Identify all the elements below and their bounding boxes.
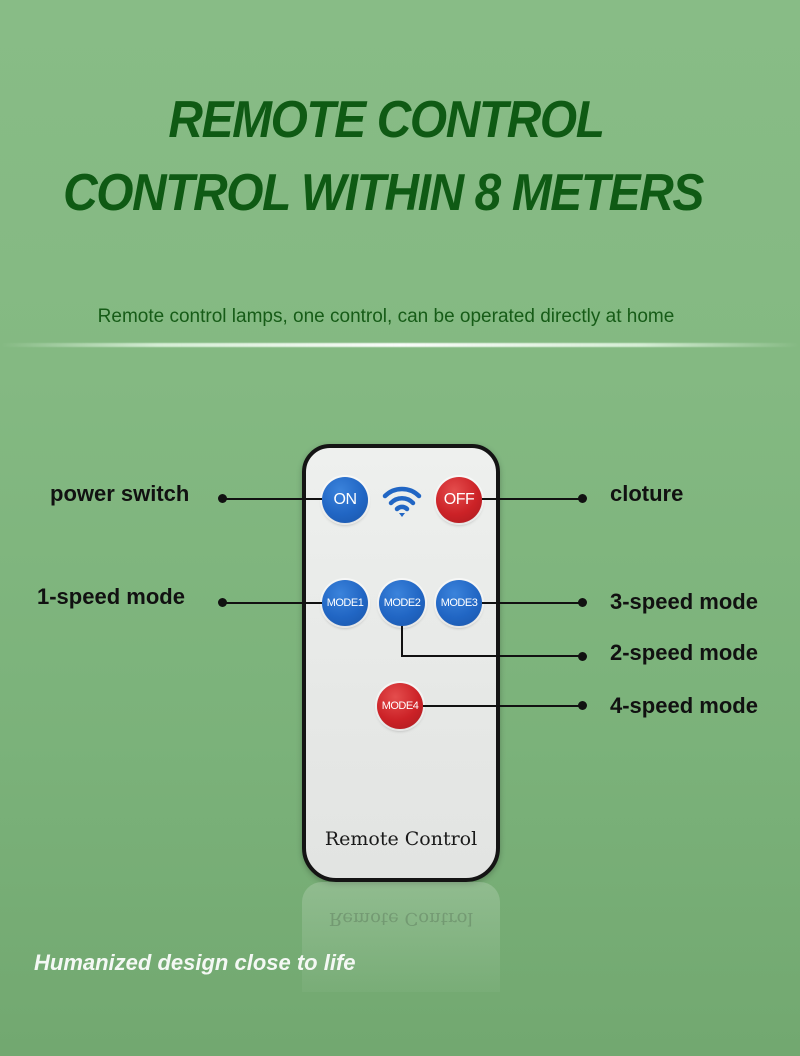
remote-reflection: Remote Control [302, 882, 500, 992]
callout-line-speed2 [401, 655, 582, 657]
callout-dot-speed3 [578, 598, 587, 607]
callout-line-speed4 [423, 705, 582, 707]
reflection-label: Remote Control [328, 908, 474, 929]
headline-line-2: CONTROL WITHIN 8 METERS [63, 164, 704, 222]
mode2-button[interactable]: MODE2 [379, 580, 425, 626]
label-power-switch: power switch [50, 481, 190, 506]
mode1-button[interactable]: MODE1 [322, 580, 368, 626]
divider [0, 343, 800, 347]
subtitle: Remote control lamps, one control, can b… [97, 306, 675, 327]
headline-line-1: REMOTE CONTROL [168, 91, 605, 149]
remote-label: Remote Control [324, 828, 478, 850]
mode3-button[interactable]: MODE3 [436, 580, 482, 626]
off-button[interactable]: OFF [436, 477, 482, 523]
callout-line-speed1 [222, 602, 322, 604]
callout-line-speed3 [482, 602, 582, 604]
callout-line-speed2-vertical [401, 626, 403, 657]
label-cloture: cloture [610, 481, 684, 506]
wifi-icon [382, 486, 422, 517]
label-1-speed-mode: 1-speed mode [37, 584, 185, 609]
callout-dot-speed2 [578, 652, 587, 661]
label-2-speed-mode: 2-speed mode [610, 640, 758, 665]
footer-tagline: Humanized design close to life [34, 950, 356, 975]
callout-dot-cloture [578, 494, 587, 503]
label-4-speed-mode: 4-speed mode [610, 693, 758, 718]
label-3-speed-mode: 3-speed mode [610, 589, 758, 614]
callout-line-cloture [482, 498, 582, 500]
mode4-button[interactable]: MODE4 [377, 683, 423, 729]
on-button[interactable]: ON [322, 477, 368, 523]
callout-line-power [222, 498, 322, 500]
callout-dot-speed4 [578, 701, 587, 710]
